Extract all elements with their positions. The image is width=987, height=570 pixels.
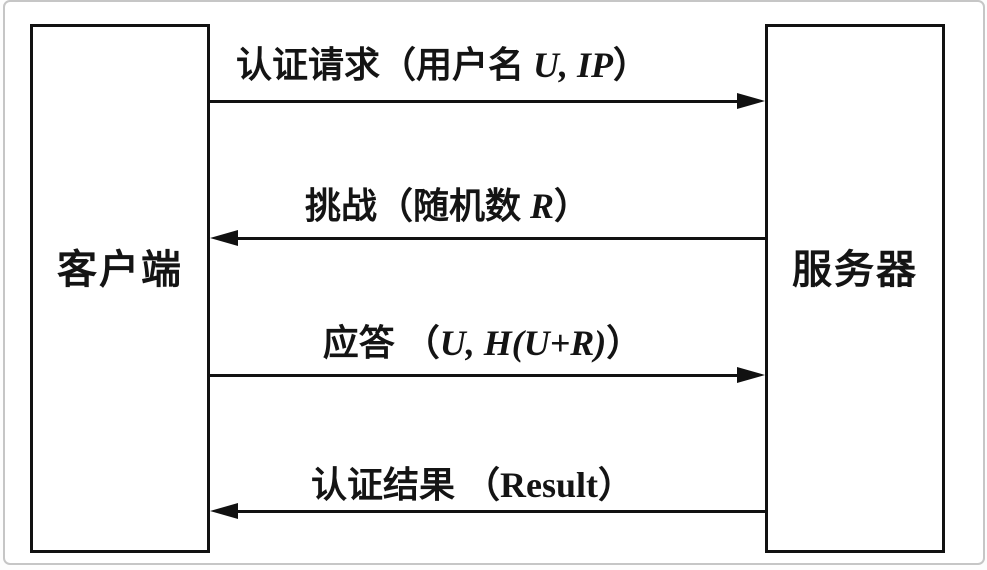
message-arrow-line — [230, 510, 765, 513]
message-arrow-line — [210, 100, 745, 103]
message-label-response: 应答 （U, H(U+R)） — [205, 321, 760, 365]
message-arrow-line — [210, 374, 745, 377]
message-arrow-line — [230, 237, 765, 240]
message-variable: R — [529, 186, 554, 226]
message-variable: Result — [500, 465, 598, 505]
message-variable: U, IP — [533, 45, 613, 85]
arrowhead-left-icon — [210, 503, 238, 519]
message-text: 应答 （ — [322, 323, 440, 363]
message-text: ） — [613, 45, 650, 85]
arrowhead-left-icon — [210, 230, 238, 246]
message-label-challenge: 挑战（随机数 R） — [170, 184, 725, 228]
arrowhead-right-icon — [737, 367, 765, 383]
message-text: 认证结果 （ — [310, 465, 500, 505]
message-text: 挑战（随机数 — [304, 186, 530, 226]
message-variable: U, H(U+R) — [439, 323, 607, 363]
message-label-auth-request: 认证请求（用户名 U, IP） — [165, 43, 720, 87]
server-actor-label: 服务器 — [792, 247, 918, 292]
message-text: ） — [598, 465, 635, 505]
message-text: ） — [554, 186, 591, 226]
arrowhead-right-icon — [737, 93, 765, 109]
client-actor-box — [30, 24, 210, 553]
message-label-auth-result: 认证结果 （Result） — [195, 463, 750, 507]
server-actor-box — [765, 24, 945, 553]
message-text: ） — [606, 323, 643, 363]
client-actor-label: 客户端 — [57, 247, 183, 292]
message-text: 认证请求（用户名 — [235, 45, 533, 85]
